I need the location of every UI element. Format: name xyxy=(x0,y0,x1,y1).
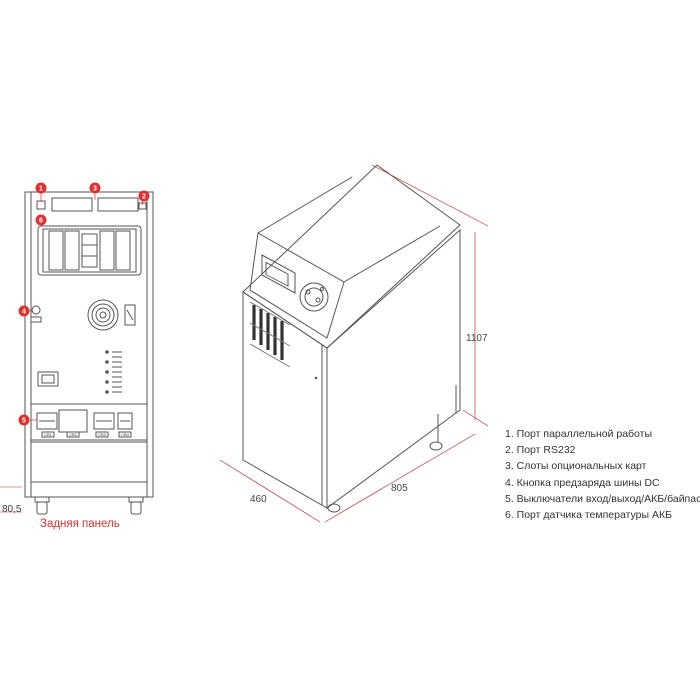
center-connector xyxy=(37,371,59,387)
rear-casters xyxy=(34,496,144,515)
rear-panel-caption: Задняя панель xyxy=(40,518,120,530)
legend-list: 1. Порт параллельной работы 2. Порт RS23… xyxy=(505,426,700,523)
precharge-button xyxy=(31,305,41,315)
fan-grille-block xyxy=(37,225,142,276)
callout-4: 4 xyxy=(18,305,30,317)
svg-text:2: 2 xyxy=(142,194,146,201)
breaker-panel xyxy=(30,403,148,443)
callout-2: 2 xyxy=(138,190,150,202)
svg-text:4: 4 xyxy=(22,309,26,316)
rear-height-dimension: 80,5 xyxy=(2,504,22,515)
rear-panel-outline xyxy=(24,191,154,498)
iso-side-face xyxy=(326,228,461,509)
precharge-label-box xyxy=(30,316,42,323)
iso-control-panel xyxy=(249,176,441,339)
svg-text:5: 5 xyxy=(22,418,26,425)
iso-top-face xyxy=(242,164,461,349)
round-fan xyxy=(87,299,119,331)
svg-text:6: 6 xyxy=(39,218,43,225)
iso-cabinet-drawing xyxy=(219,164,489,523)
terminal-strip xyxy=(105,350,122,394)
switch-label-cb3: CB3 xyxy=(98,432,107,437)
legend-item-1: 1. Порт параллельной работы xyxy=(505,428,653,440)
callout-5: 5 xyxy=(18,414,30,426)
legend-item-4: 4. Кнопка предзаряда шины DC xyxy=(505,476,660,489)
iso-height-dimension: 1107 xyxy=(466,333,488,344)
switch-label-cb1: CB1 xyxy=(44,432,53,437)
switch-label-cb2: CB2 xyxy=(69,432,78,437)
iso-casters xyxy=(327,414,443,513)
callout-3: 3 xyxy=(89,182,101,194)
legend-item-6: 6. Порт датчика температуры АКБ xyxy=(505,509,672,522)
option-slot-right xyxy=(97,197,139,212)
legend-item-2: 2. Порт RS232 xyxy=(505,444,576,457)
breaker-cb2 xyxy=(58,409,88,433)
iso-front-face xyxy=(242,291,328,509)
switch-label-cb4: CB4 xyxy=(121,432,130,437)
legend-item-3: 3. Слоты опциональных карт xyxy=(505,460,647,473)
side-terminal xyxy=(124,304,136,326)
rear-panel-drawing xyxy=(0,191,154,515)
breaker-cb1 xyxy=(36,412,58,430)
iso-vent-grille xyxy=(252,305,284,360)
legend-item-5: 5. Выключатели вход/выход/АКБ/байпас xyxy=(505,492,700,505)
iso-depth-dimension: 805 xyxy=(391,483,408,494)
breaker-cb3 xyxy=(93,412,115,430)
svg-text:3: 3 xyxy=(93,186,97,193)
iso-width-dimension: 460 xyxy=(250,494,267,505)
breaker-cb4 xyxy=(117,412,133,430)
callout-6: 6 xyxy=(35,214,47,226)
callout-leaders xyxy=(29,193,144,421)
option-slot-left xyxy=(51,197,93,212)
dimension-lines xyxy=(219,164,489,523)
callout-1: 1 xyxy=(35,182,47,194)
svg-text:1: 1 xyxy=(39,186,43,193)
switch-labels: CB1 CB2 CB3 CB4 xyxy=(44,432,130,437)
callout-markers: 1 3 2 6 4 5 xyxy=(18,182,150,426)
parallel-port xyxy=(36,200,46,210)
